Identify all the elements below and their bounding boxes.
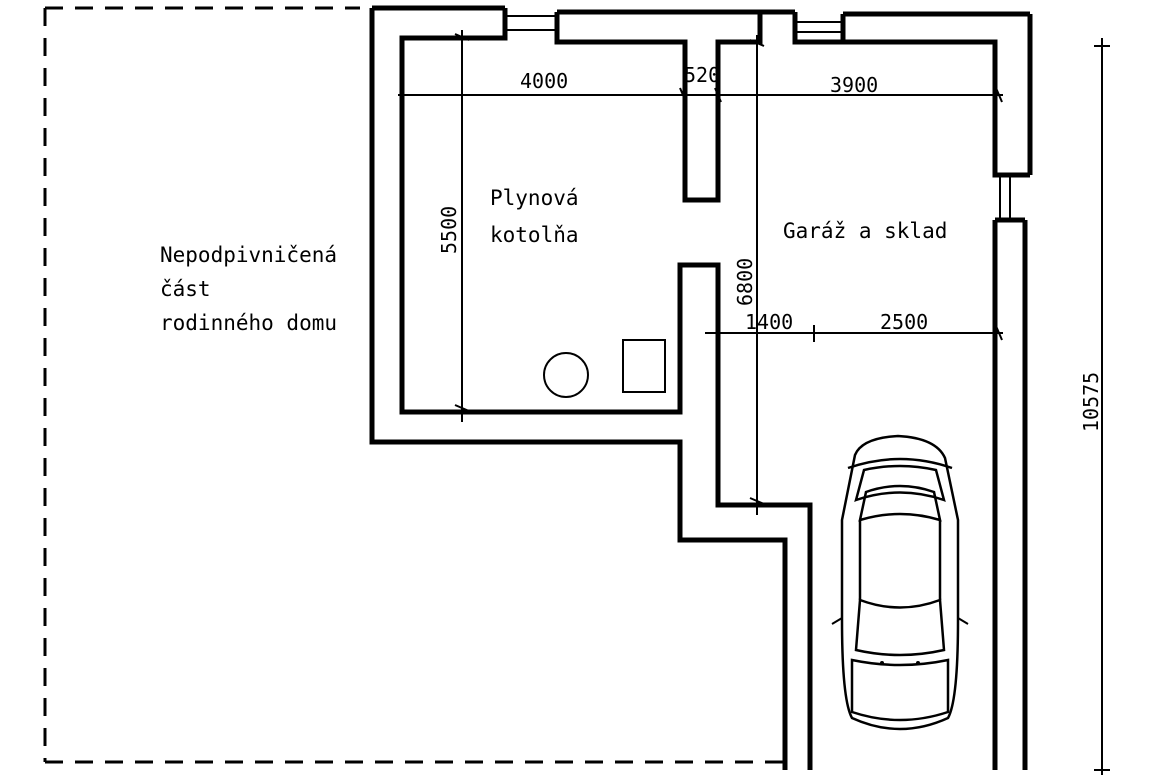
dim-total-length: 10575 — [1079, 372, 1103, 432]
unbasemented-label-line1: Nepodpivničená — [160, 243, 337, 267]
dim-garage-width: 3900 — [830, 73, 878, 97]
unbasemented-label-line3: rodinného domu — [160, 311, 337, 335]
dimension-lines — [398, 30, 1110, 775]
unbasemented-label-line2: část — [160, 277, 211, 301]
dim-wall-gap: 520 — [684, 63, 720, 87]
boiler-room-label-line2: kotolňa — [490, 223, 579, 247]
boiler-square-fixture — [622, 339, 666, 393]
dim-boiler-depth: 5500 — [437, 206, 461, 254]
unbasemented-area-boundary — [43, 6, 785, 764]
dim-parking-width: 2500 — [880, 310, 928, 334]
dim-garage-depth: 6800 — [733, 258, 757, 306]
boiler-circle-fixture — [543, 352, 589, 398]
garage-label: Garáž a sklad — [783, 219, 947, 243]
walls — [369, 5, 1033, 770]
car-icon — [831, 434, 969, 731]
dim-boiler-width: 4000 — [520, 69, 568, 93]
dim-corridor-width: 1400 — [745, 310, 793, 334]
boiler-room-label-line1: Plynová — [490, 186, 579, 210]
